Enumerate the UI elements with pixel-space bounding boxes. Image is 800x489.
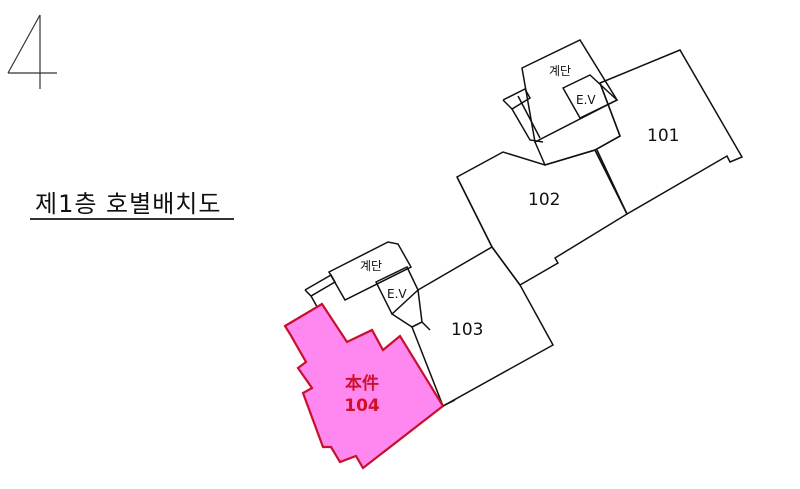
ev-box-top[interactable] xyxy=(561,74,619,119)
ev-label-bottom: E.V xyxy=(387,287,407,301)
page-title: 제1층 호별배치도 xyxy=(35,190,222,218)
floor-number-glyph xyxy=(7,14,57,89)
stair-label-top: 계단 xyxy=(549,64,572,78)
unit-104-highlight[interactable] xyxy=(283,302,445,470)
core-body-top xyxy=(534,82,621,166)
unit-103-label: 103 xyxy=(451,320,484,340)
core-body-bottom xyxy=(391,313,431,331)
unit-102-label: 102 xyxy=(528,190,561,210)
stair-box-bottom[interactable] xyxy=(327,241,413,301)
target-tag: 本件 xyxy=(345,374,379,394)
unit-101-label: 101 xyxy=(647,126,680,146)
title-underline xyxy=(30,218,234,220)
stair-label-bottom: 계단 xyxy=(360,259,383,273)
unit-102-outline[interactable] xyxy=(456,149,628,286)
target-unit-number: 104 xyxy=(344,396,380,416)
ev-box-bottom[interactable] xyxy=(374,265,419,316)
unit-104-label: 本件 104 xyxy=(322,373,402,417)
ev-label-top: E.V xyxy=(576,93,596,107)
